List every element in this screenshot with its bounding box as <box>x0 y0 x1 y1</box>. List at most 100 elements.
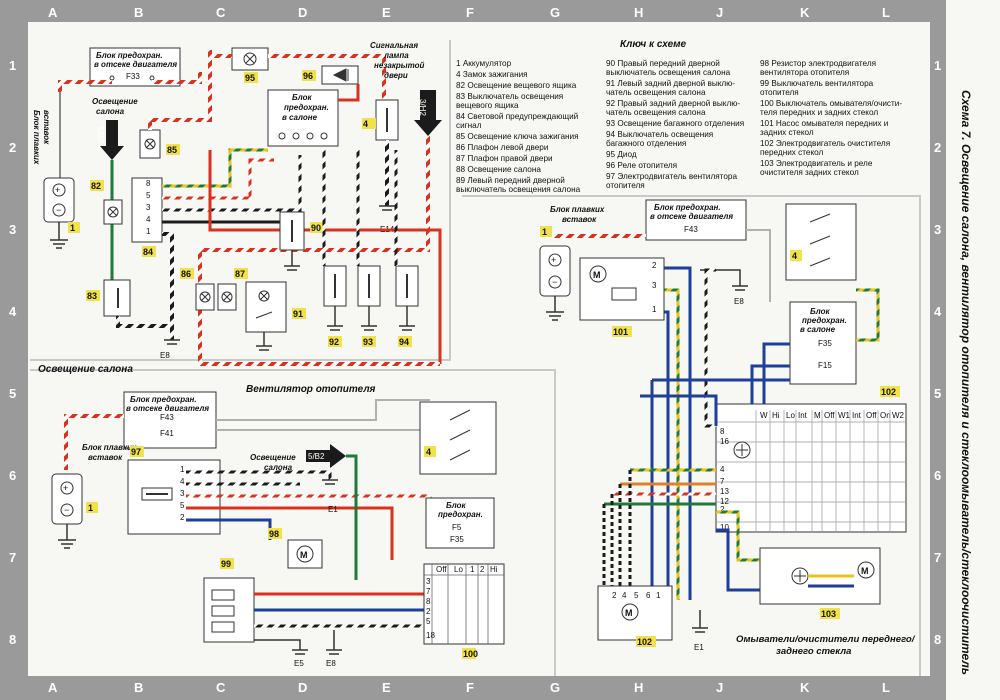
grid-col: B <box>134 680 143 695</box>
grid-col: G <box>550 680 560 695</box>
signal-lamp-label: двери <box>384 71 408 80</box>
fuse-box-engine-label: в отсеке двигателя <box>94 60 177 69</box>
key-entry: 84 Световой предупреждающий <box>456 112 578 121</box>
svg-text:8: 8 <box>146 179 151 188</box>
key-title: Ключ к схеме <box>620 39 687 50</box>
fuse-box-cabin-label: предохран. <box>438 510 483 519</box>
connector-5b2-arrow <box>100 120 124 160</box>
fuse-box-cabin-wiper <box>789 301 857 385</box>
svg-text:2: 2 <box>426 607 431 616</box>
svg-text:M: M <box>593 270 601 280</box>
interior-section-border <box>30 40 451 361</box>
switch-99-header: 1 <box>470 565 475 574</box>
key-entry: чатель освещения салона <box>606 88 706 97</box>
svg-text:13: 13 <box>720 487 729 496</box>
grid-col: A <box>48 5 58 20</box>
component-84 <box>131 177 163 243</box>
svg-text:10: 10 <box>720 523 729 532</box>
fusible-links-label: вставок <box>88 453 123 462</box>
svg-text:5: 5 <box>426 617 431 626</box>
ground-e8-label: E8 <box>734 297 744 306</box>
grid-col: K <box>800 5 810 20</box>
component-97-label: 98 <box>269 529 279 539</box>
key-entry: 98 Резистор электродвигателя <box>760 59 876 68</box>
svg-text:5: 5 <box>146 191 151 200</box>
component-94-label: 4 <box>363 119 368 129</box>
svg-text:2: 2 <box>612 591 617 600</box>
fuse-box-engine-wiper <box>645 199 747 241</box>
component-100-label: 102 <box>881 387 896 397</box>
svg-text:16: 16 <box>720 437 729 446</box>
key-entry: 4 Замок зажигания <box>456 70 528 79</box>
svg-text:M: M <box>814 411 821 420</box>
key-entry: 82 Освещение вещевого ящика <box>456 81 577 90</box>
component-82-label: 82 <box>91 181 101 191</box>
component-84-label: 84 <box>143 247 153 257</box>
fuse-box-cabin-label: в салоне <box>282 113 318 122</box>
key-entry: 102 Электродвигатель очистителя <box>760 139 890 148</box>
fuse-f35-label: F35 <box>818 339 832 348</box>
component-101-label: 101 <box>613 327 628 337</box>
grid-row: 4 <box>9 304 17 319</box>
grid-row: 8 <box>9 632 16 647</box>
svg-text:W: W <box>760 411 768 420</box>
key-entry: выключатель освещения салона <box>606 68 731 77</box>
grid-row: 2 <box>934 140 941 155</box>
side-title-band <box>946 0 1000 700</box>
key-entry: сигнал <box>456 121 482 130</box>
key-entry: отопителя <box>606 181 645 190</box>
diagram-title: Схема 7. Освещение салона, вентилятор от… <box>959 90 973 675</box>
fuse-f33-label: F33 <box>126 72 140 81</box>
key-entry: чатель освещения салона <box>606 108 706 117</box>
key-entry: отопителя <box>760 88 799 97</box>
key-entry: задних стекол <box>760 128 814 137</box>
ref-5b2: 5/B2 <box>96 126 105 143</box>
component-4-label: 4 <box>792 251 797 261</box>
svg-text:8: 8 <box>720 427 725 436</box>
svg-text:3: 3 <box>146 203 151 212</box>
component-98-label: 99 <box>221 559 231 569</box>
component-91-label: 93 <box>363 337 373 347</box>
fuse-box-cabin-label: предохран. <box>284 103 329 112</box>
svg-text:12: 12 <box>720 497 729 506</box>
grid-col: J <box>716 5 723 20</box>
connector-3h2-arrow <box>414 90 442 136</box>
svg-text:+: + <box>55 185 60 195</box>
component-96-label: 97 <box>131 447 141 457</box>
signal-lamp-label: лампа <box>383 51 409 60</box>
svg-text:4: 4 <box>146 215 151 224</box>
svg-text:M: M <box>625 608 633 618</box>
fuse-box-cabin-heater <box>425 497 495 549</box>
interior-light-label: Освещение <box>250 453 296 462</box>
ref-5b2: 5/B2 <box>308 452 325 461</box>
ground-e8-label: E8 <box>326 659 336 668</box>
key-legend: Ключ к схеме 1 Аккумулятор 4 Замок зажиг… <box>456 39 902 194</box>
heater-section-title: Вентилятор отопителя <box>246 384 376 395</box>
svg-text:−: − <box>56 205 61 215</box>
svg-text:−: − <box>552 277 557 287</box>
component-92-label: 94 <box>399 337 409 347</box>
grid-col: F <box>466 5 474 20</box>
grid-col: L <box>882 680 890 695</box>
signal-lamp-label: незакрытой <box>374 61 424 70</box>
fuse-box-engine-heater <box>123 391 217 449</box>
grid-col: D <box>298 5 307 20</box>
grid-row: 6 <box>9 468 16 483</box>
key-entry: 85 Освещение ключа зажигания <box>456 132 579 141</box>
component-85-label: 85 <box>167 145 177 155</box>
key-entry: 88 Освещение салона <box>456 165 541 174</box>
fusible-links-label: Блок плавких <box>550 205 605 214</box>
interior-light-label: салона <box>96 107 125 116</box>
interior-lighting-circuit: Блок предохран. в отсеке двигателя F33 Б… <box>32 41 442 375</box>
key-entry: теля передних и задних стекол <box>760 108 878 117</box>
fusible-links-label: Блок плавких <box>82 443 137 452</box>
washer-section-title: заднего стекла <box>776 646 851 657</box>
grid-row: 1 <box>9 58 16 73</box>
component-83-label: 83 <box>87 291 97 301</box>
fuse-box-cabin <box>267 89 339 147</box>
svg-text:Int: Int <box>852 411 862 420</box>
ground-e1-label: E1 <box>328 505 338 514</box>
switch-99-header: 2 <box>480 565 485 574</box>
ref-3h2: 3/H2 <box>418 99 427 116</box>
